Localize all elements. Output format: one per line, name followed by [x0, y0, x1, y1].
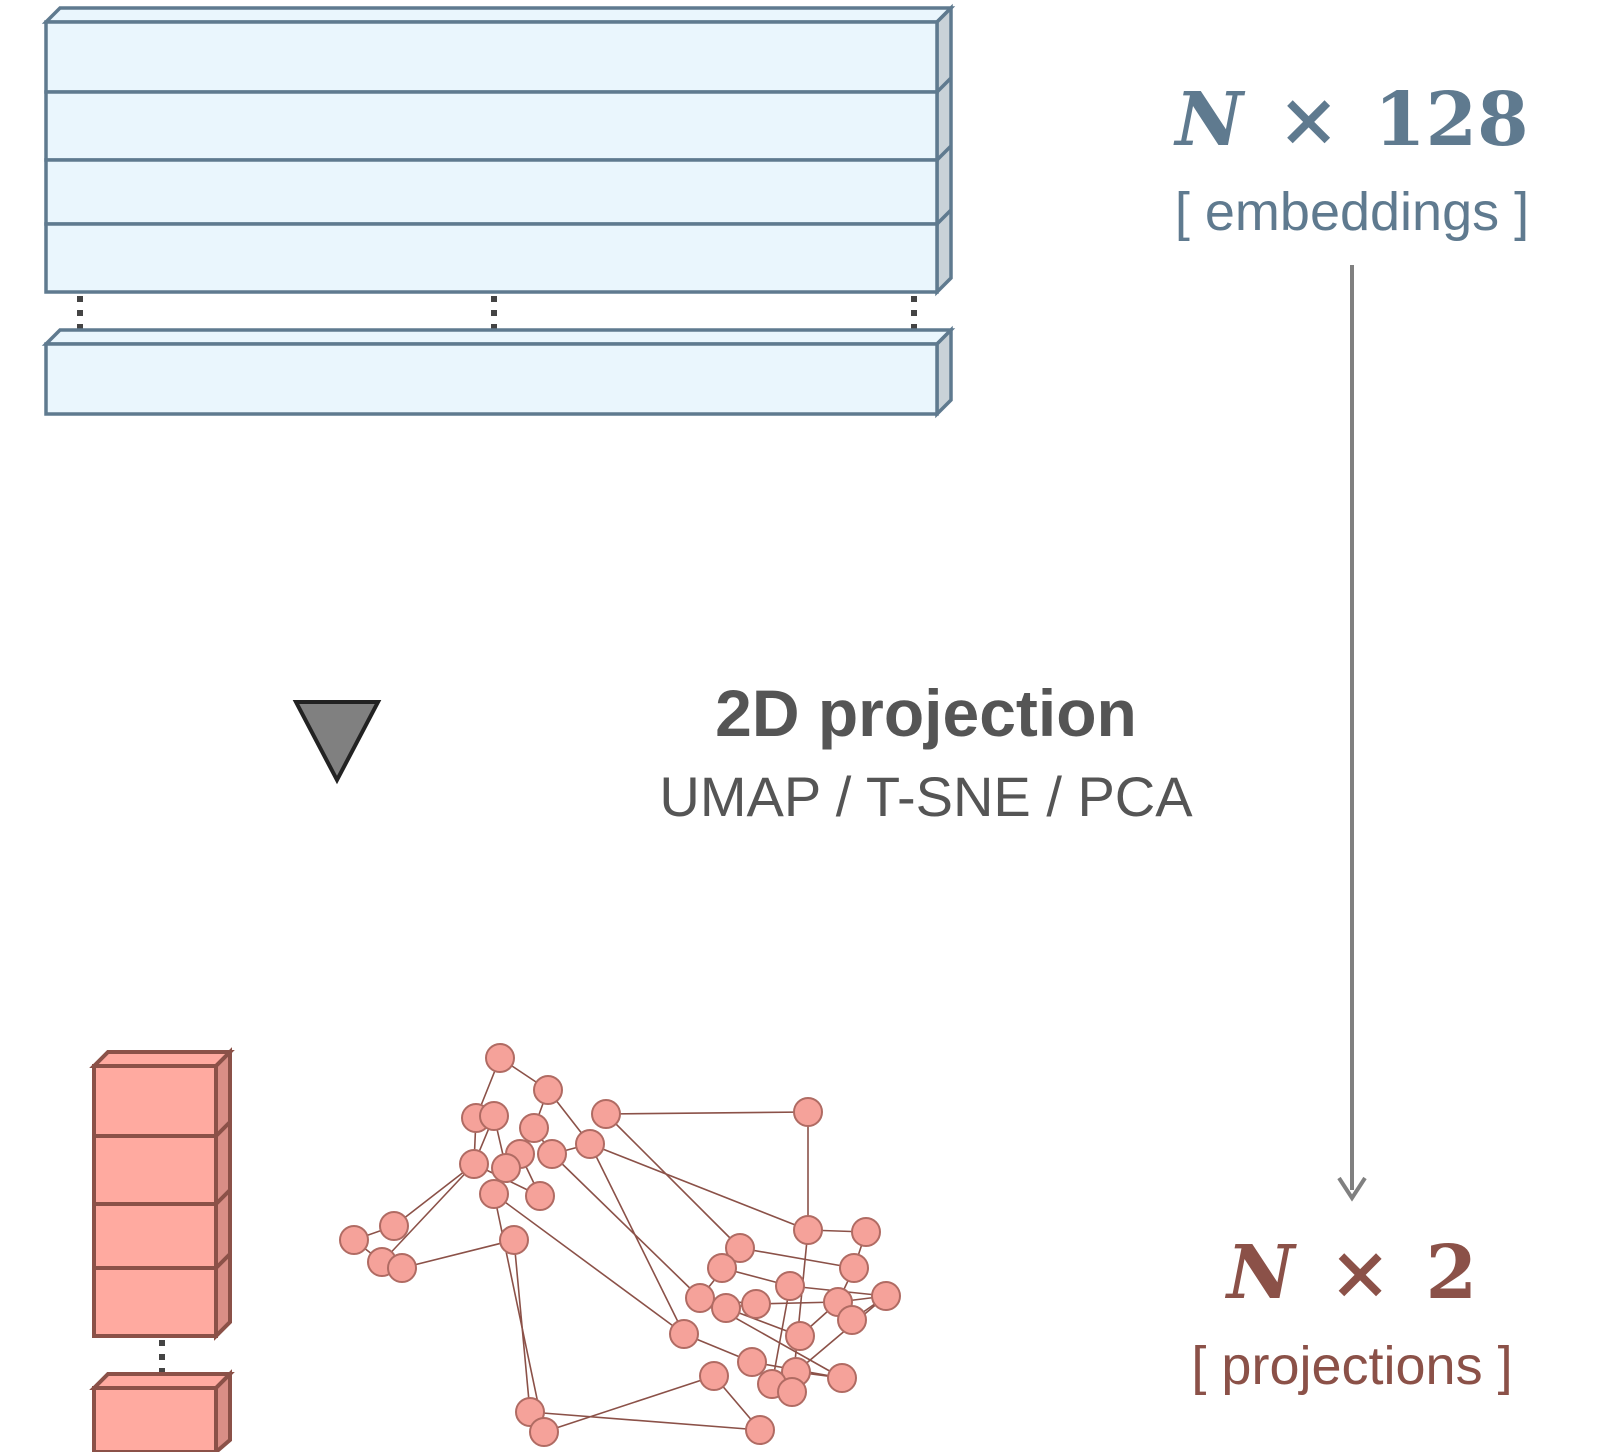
graph-edge	[589, 1143, 809, 1231]
graph-node	[725, 1233, 755, 1263]
graph-node	[785, 1321, 815, 1351]
graph-edge	[393, 1163, 475, 1227]
embedding-matrix-top-face	[41, 6, 956, 24]
graph-edge	[401, 1239, 515, 1269]
graph-node	[387, 1253, 417, 1283]
graph-edge	[551, 1153, 701, 1299]
graph-edge	[493, 1193, 685, 1335]
graph-edge	[605, 1111, 809, 1115]
graph-node	[741, 1289, 771, 1319]
projection-cell	[92, 1064, 218, 1138]
graph-node	[837, 1305, 867, 1335]
graph-node	[525, 1181, 555, 1211]
graph-node	[479, 1179, 509, 1209]
graph-node	[379, 1211, 409, 1241]
graph-node	[707, 1253, 737, 1283]
embeddings-shape: N × 128	[1173, 77, 1528, 163]
graph-node	[851, 1217, 881, 1247]
projection-cell	[92, 1134, 218, 1206]
graph-node	[575, 1129, 605, 1159]
graph-node	[685, 1283, 715, 1313]
embedding-side-divider	[935, 76, 953, 94]
projection-last-cell	[89, 1369, 235, 1452]
graph-node	[737, 1347, 767, 1377]
graph-node	[669, 1319, 699, 1349]
graph-node	[591, 1099, 621, 1129]
graph-node	[793, 1097, 823, 1127]
projection-methods: UMAP / T-SNE / PCA	[659, 765, 1193, 828]
graph-node	[529, 1417, 559, 1447]
graph-edge	[605, 1113, 741, 1249]
embedding-side-divider	[935, 144, 953, 162]
graph-node	[711, 1293, 741, 1323]
graph-node	[775, 1271, 805, 1301]
graph-node	[499, 1225, 529, 1255]
embedding-row	[44, 222, 939, 294]
projection-cell	[92, 1266, 218, 1338]
projection-graph-nodes	[339, 1043, 901, 1447]
projection-title: 2D projection	[715, 676, 1137, 750]
graph-edge	[795, 1295, 887, 1373]
projection-stack	[89, 1047, 235, 1341]
projections-label: [ projections ]	[1191, 1336, 1512, 1396]
graph-node	[839, 1253, 869, 1283]
graph-node	[827, 1363, 857, 1393]
embedding-last-row	[41, 325, 956, 419]
projections-shape: N × 2	[1225, 1230, 1477, 1316]
graph-node	[537, 1139, 567, 1169]
embedding-matrix	[41, 3, 956, 297]
graph-edge	[381, 1163, 475, 1263]
embedding-row	[44, 158, 939, 226]
down-triangle-icon	[292, 700, 382, 785]
graph-edge	[739, 1247, 855, 1269]
embeddings-label: [ embeddings ]	[1175, 182, 1529, 242]
graph-node	[479, 1101, 509, 1131]
projection-cell	[92, 1202, 218, 1270]
embedding-row	[44, 20, 939, 94]
graph-node	[533, 1075, 563, 1105]
transform-arrow	[1337, 265, 1367, 1202]
embedding-side-divider	[935, 208, 953, 226]
graph-edge	[589, 1143, 685, 1335]
graph-node	[339, 1225, 369, 1255]
graph-node	[745, 1415, 775, 1445]
graph-node	[485, 1043, 515, 1073]
graph-node	[871, 1281, 901, 1311]
graph-node	[793, 1215, 823, 1245]
graph-node	[459, 1149, 489, 1179]
graph-node	[519, 1113, 549, 1143]
graph-edge	[771, 1285, 791, 1385]
graph-node	[777, 1377, 807, 1407]
embedding-row	[44, 90, 939, 162]
graph-edge	[543, 1375, 715, 1433]
graph-edge	[529, 1411, 761, 1431]
graph-node	[699, 1361, 729, 1391]
graph-node	[491, 1153, 521, 1183]
